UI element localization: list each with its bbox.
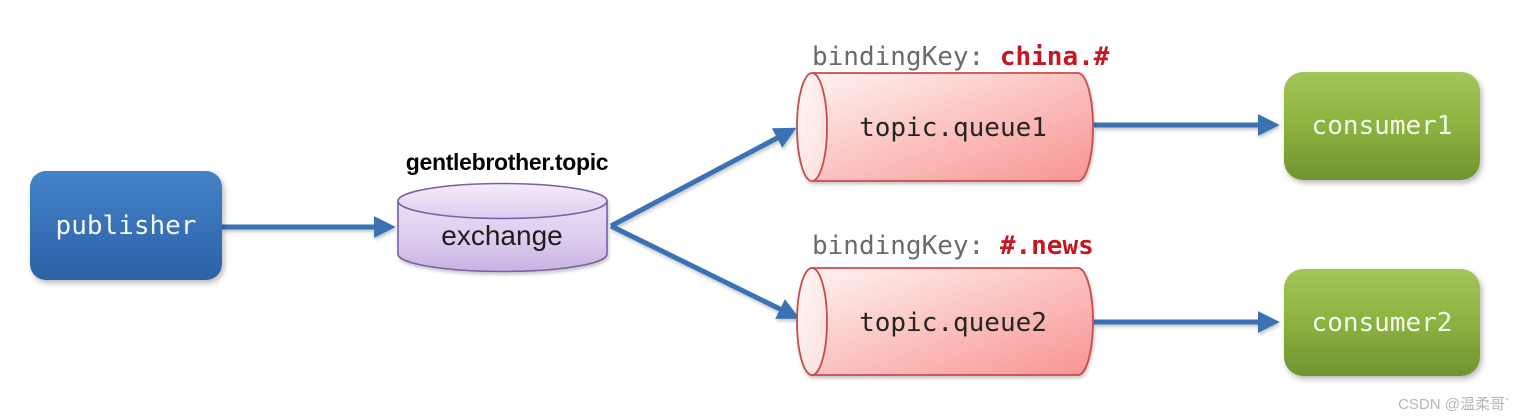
queue1-cylinder-cap [796, 72, 828, 182]
consumer2-node: consumer2 [1284, 269, 1480, 376]
queue1-cylinder [796, 72, 1094, 182]
queue2-cylinder [796, 267, 1094, 376]
binding-key-1: bindingKey: china.# [812, 42, 1109, 72]
arrow-exchange-to-queue2 [609, 223, 800, 319]
arrow-exchange-to-queue1 [609, 127, 797, 229]
exchange-label: exchange [441, 220, 563, 251]
binding-key-2-prefix: bindingKey: [812, 231, 1000, 261]
consumer1-node: consumer1 [1284, 72, 1480, 180]
queue2-label: topic.queue2 [859, 308, 1047, 338]
queue1-label: topic.queue1 [859, 113, 1047, 143]
queue2-cylinder-cap [796, 267, 828, 376]
consumer1-label: consumer1 [1311, 111, 1453, 141]
binding-key-1-prefix: bindingKey: [812, 42, 1000, 72]
publisher-node: publisher [30, 171, 222, 280]
exchange-name-label: gentlebrother.topic [405, 149, 609, 175]
binding-key-2-value: #.news [999, 231, 1094, 261]
exchange-cylinder-top [397, 182, 608, 220]
binding-key-1-value: china.# [999, 42, 1110, 72]
publisher-label: publisher [55, 210, 197, 241]
binding-key-2: bindingKey: #.news [812, 231, 1094, 261]
consumer2-label: consumer2 [1311, 307, 1453, 338]
exchange-cylinder [397, 182, 608, 273]
csdn-watermark: CSDN @温柔哥` [1398, 396, 1510, 413]
